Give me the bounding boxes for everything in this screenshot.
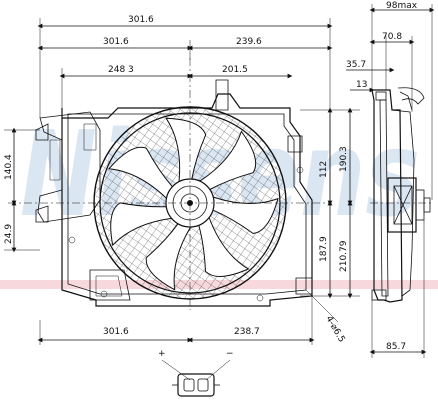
side-view — [370, 87, 432, 303]
fan-blade — [199, 130, 257, 191]
upper-left-lug — [35, 123, 49, 141]
fan-blade — [165, 117, 207, 183]
dim-top-left: 301.6 — [103, 37, 129, 47]
dim-side-max: 98max — [386, 1, 418, 11]
center-lines — [8, 58, 330, 310]
fan-blade — [110, 202, 173, 247]
dim-side-bottom: 85.7 — [386, 342, 406, 352]
top-pipe — [215, 79, 229, 111]
dim-top-right: 239.6 — [236, 37, 262, 47]
front-dimensions: 301.6 301.6 239.6 248 3 201.5 140.4 24.9… — [4, 15, 360, 345]
lower-left-lug — [35, 205, 49, 223]
right-lug-top — [287, 135, 303, 153]
connector-plus: + — [158, 349, 166, 359]
fan-blade — [107, 146, 173, 200]
right-lug-bottom — [295, 277, 313, 295]
dim-side-b: 35.7 — [346, 60, 366, 70]
fan-shroud — [35, 79, 313, 307]
dim-right-d: 210.79 — [339, 240, 349, 272]
dim-holes: 4-⌀6.5 — [323, 315, 346, 345]
dim-right-c: 187.9 — [319, 236, 329, 262]
dim-right-b: 190.3 — [339, 146, 349, 172]
dim-left-low: 24.9 — [4, 224, 14, 244]
side-dimensions: 98max 70.8 35.7 13 85.7 — [346, 1, 435, 358]
dim-top-total: 301.6 — [128, 15, 154, 25]
fan-blade — [198, 216, 250, 277]
dim-right-a: 112 — [319, 161, 329, 178]
dim-side-a: 70.8 — [382, 32, 402, 42]
dim-mid-left: 248 3 — [108, 65, 134, 75]
dim-side-c: 13 — [356, 80, 367, 90]
fan-blades — [107, 117, 279, 291]
dim-bottom-right: 238.7 — [234, 327, 260, 337]
fan-blade — [145, 223, 192, 291]
bottom-connector-housing — [89, 269, 131, 301]
dim-mid-right: 201.5 — [222, 65, 248, 75]
dim-left-height: 140.4 — [4, 154, 14, 180]
fan-blade — [212, 196, 279, 234]
connector-minus: − — [226, 349, 234, 359]
dim-bottom-left: 301.6 — [103, 327, 129, 337]
electrical-connector: + − — [158, 349, 234, 397]
